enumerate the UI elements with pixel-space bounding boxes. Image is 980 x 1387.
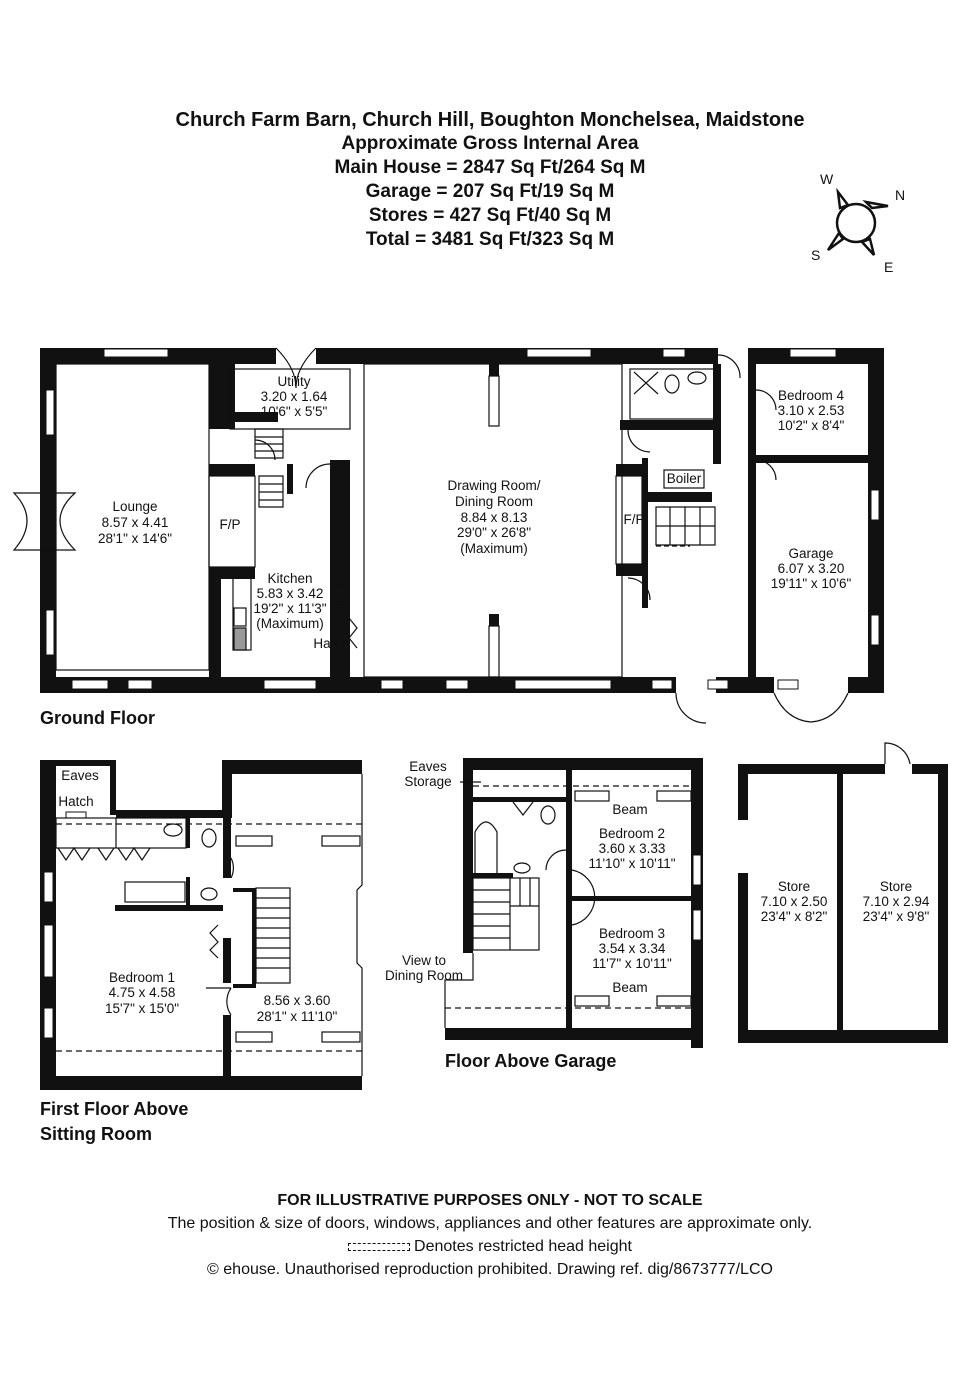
garage-floor-title: Floor Above Garage <box>445 1051 616 1071</box>
svg-text:10'6" x 5'5": 10'6" x 5'5" <box>261 404 328 419</box>
svg-text:7.10 x 2.50: 7.10 x 2.50 <box>761 894 828 909</box>
plan-header: Church Farm Barn, Church Hill, Boughton … <box>0 108 980 252</box>
room-bedroom-3: Bedroom 3 3.54 x 3.34 11'7" x 10'11" <box>592 926 672 971</box>
room-garage: Garage 6.07 x 3.20 19'11" x 10'6" <box>771 546 852 591</box>
position-note: The position & size of doors, windows, a… <box>167 1215 813 1232</box>
svg-text:3.10 x 2.53: 3.10 x 2.53 <box>778 403 845 418</box>
copyright: © ehouse. Unauthorised reproduction proh… <box>207 1261 773 1278</box>
main-house-area: Main House = 2847 Sq Ft/264 Sq M <box>334 157 646 178</box>
room-store-1: Store 7.10 x 2.50 23'4" x 8'2" <box>761 879 828 924</box>
svg-text:Store: Store <box>880 879 912 894</box>
svg-text:Bedroom 4: Bedroom 4 <box>778 388 845 403</box>
svg-text:23'4" x 8'2": 23'4" x 8'2" <box>761 909 828 924</box>
svg-text:Bedroom 2: Bedroom 2 <box>599 826 665 841</box>
svg-text:(Maximum): (Maximum) <box>256 616 324 631</box>
plan-footer: FOR ILLUSTRATIVE PURPOSES ONLY - NOT TO … <box>0 1189 980 1281</box>
svg-text:8.56 x 3.60: 8.56 x 3.60 <box>264 993 331 1008</box>
svg-text:Storage: Storage <box>404 774 451 789</box>
compass-s: S <box>811 247 820 263</box>
svg-text:4.75 x 4.58: 4.75 x 4.58 <box>109 985 176 1000</box>
svg-text:Hatch: Hatch <box>58 794 93 809</box>
svg-text:Dining Room: Dining Room <box>385 968 463 983</box>
room-bedroom-4: Bedroom 4 3.10 x 2.53 10'2" x 8'4" <box>778 388 845 433</box>
svg-text:Bedroom 3: Bedroom 3 <box>599 926 665 941</box>
ground-floor-plan: Lounge 8.57 x 4.41 28'1" x 14'6" Utility… <box>12 347 884 728</box>
svg-text:Lounge: Lounge <box>112 499 157 514</box>
svg-text:15'7" x 15'0": 15'7" x 15'0" <box>105 1001 179 1016</box>
room-utility: Utility 3.20 x 1.64 10'6" x 5'5" <box>261 374 328 419</box>
garage-area: Garage = 207 Sq Ft/19 Sq M <box>365 181 615 202</box>
room-kitchen: Kitchen 5.83 x 3.42 19'2" x 11'3" (Maxim… <box>253 571 326 631</box>
svg-text:8.84 x 8.13: 8.84 x 8.13 <box>461 510 528 525</box>
garage-floor-plan: Eaves Storage View to Dining Room Beam B… <box>385 758 703 1071</box>
svg-text:Drawing Room/: Drawing Room/ <box>447 478 540 493</box>
total-area: Total = 3481 Sq Ft/323 Sq M <box>365 229 615 250</box>
svg-text:Eaves: Eaves <box>61 768 99 783</box>
room-drawing-dining: Drawing Room/ Dining Room 8.84 x 8.13 29… <box>447 478 540 556</box>
svg-text:Utility: Utility <box>278 374 311 389</box>
beam-label-bottom: Beam <box>612 980 647 995</box>
stores-area: Stores = 427 Sq Ft/40 Sq M <box>368 205 612 226</box>
legend-text: Denotes restricted head height <box>414 1238 632 1255</box>
svg-text:19'11" x 10'6": 19'11" x 10'6" <box>771 576 852 591</box>
svg-text:7.10 x 2.94: 7.10 x 2.94 <box>863 894 930 909</box>
room-bedroom-1: Bedroom 1 4.75 x 4.58 15'7" x 15'0" <box>105 970 179 1016</box>
svg-text:Store: Store <box>778 879 810 894</box>
svg-text:Garage: Garage <box>788 546 833 561</box>
svg-text:Dining Room: Dining Room <box>455 494 533 509</box>
svg-text:10'2" x 8'4": 10'2" x 8'4" <box>778 418 845 433</box>
svg-text:View to: View to <box>402 953 446 968</box>
fireplace-label-lounge: F/P <box>219 517 240 532</box>
svg-text:6.07 x 3.20: 6.07 x 3.20 <box>778 561 845 576</box>
first-floor-title-1: First Floor Above <box>40 1099 188 1119</box>
svg-text:3.54 x 3.34: 3.54 x 3.34 <box>599 941 666 956</box>
fireplace-label-drawing: F/P <box>623 512 644 527</box>
legend-row: Denotes restricted head height <box>0 1235 980 1258</box>
property-address: Church Farm Barn, Church Hill, Boughton … <box>175 109 805 131</box>
svg-text:8.57 x 4.41: 8.57 x 4.41 <box>102 515 169 530</box>
disclaimer: FOR ILLUSTRATIVE PURPOSES ONLY - NOT TO … <box>277 1192 703 1209</box>
svg-text:23'4" x 9'8": 23'4" x 9'8" <box>863 909 930 924</box>
svg-text:3.60 x 3.33: 3.60 x 3.33 <box>599 841 666 856</box>
area-heading: Approximate Gross Internal Area <box>341 133 639 154</box>
compass-n: N <box>895 187 905 203</box>
beam-label-top: Beam <box>612 802 647 817</box>
svg-text:11'7" x 10'11": 11'7" x 10'11" <box>592 956 672 971</box>
svg-text:11'10" x 10'11": 11'10" x 10'11" <box>588 856 675 871</box>
view-to-dining-label: View to Dining Room <box>385 953 463 983</box>
eaves-storage-label: Eaves Storage <box>404 759 451 789</box>
room-store-2: Store 7.10 x 2.94 23'4" x 9'8" <box>863 879 930 924</box>
room-landing-first: 8.56 x 3.60 28'1" x 11'10" <box>257 993 338 1024</box>
svg-text:28'1" x 14'6": 28'1" x 14'6" <box>98 531 172 546</box>
hatch-label: Hatch <box>313 636 348 651</box>
ground-floor-title: Ground Floor <box>40 708 155 728</box>
boiler-label: Boiler <box>667 471 702 486</box>
svg-text:29'0" x 26'8": 29'0" x 26'8" <box>457 525 531 540</box>
svg-text:28'1" x 11'10": 28'1" x 11'10" <box>257 1009 338 1024</box>
svg-text:3.20 x 1.64: 3.20 x 1.64 <box>261 389 328 404</box>
svg-text:(Maximum): (Maximum) <box>460 541 528 556</box>
first-floor-title-2: Sitting Room <box>40 1124 152 1144</box>
stores-plan: Store 7.10 x 2.50 23'4" x 8'2" Store 7.1… <box>738 742 948 1043</box>
first-floor-plan: Eaves Hatch Bedroom 1 4.75 x 4.58 15'7" … <box>40 760 363 1144</box>
room-eaves-first: Eaves Hatch <box>58 768 99 809</box>
svg-text:Eaves: Eaves <box>409 759 447 774</box>
compass-w: W <box>820 171 834 187</box>
room-bedroom-2: Bedroom 2 3.60 x 3.33 11'10" x 10'11" <box>588 826 675 871</box>
compass-icon <box>826 187 889 256</box>
compass-e: E <box>884 259 893 275</box>
svg-text:Bedroom 1: Bedroom 1 <box>109 970 175 985</box>
restricted-height-legend-icon <box>348 1242 411 1251</box>
svg-text:5.83 x 3.42: 5.83 x 3.42 <box>257 586 324 601</box>
room-lounge: Lounge 8.57 x 4.41 28'1" x 14'6" <box>98 499 172 546</box>
svg-text:19'2" x 11'3": 19'2" x 11'3" <box>253 601 326 616</box>
svg-text:Kitchen: Kitchen <box>267 571 312 586</box>
